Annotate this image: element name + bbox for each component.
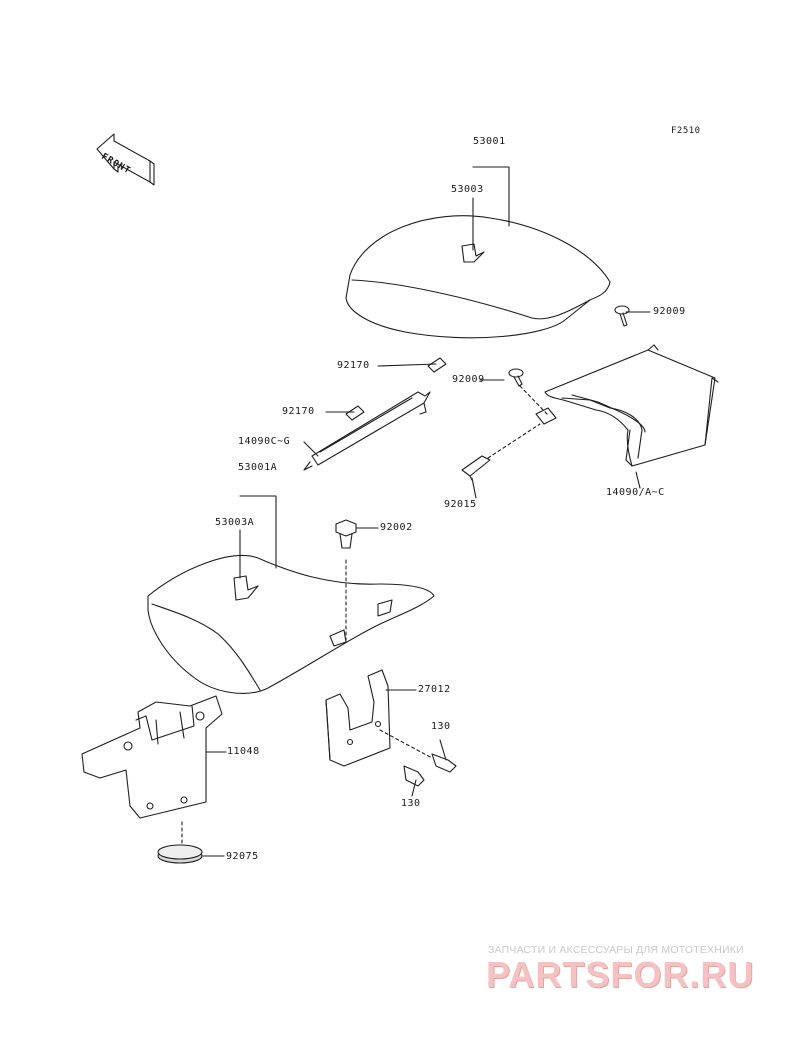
clip-92170-lower-drawing <box>345 405 365 421</box>
part-label-53001A[interactable]: 53001A <box>238 462 278 473</box>
bolt-92009-mid-drawing <box>508 368 524 387</box>
clip-92170-upper-drawing <box>427 357 447 373</box>
leader-lines-53001 <box>472 166 510 251</box>
part-label-92002[interactable]: 92002 <box>380 522 413 533</box>
part-label-92075[interactable]: 92075 <box>226 851 259 862</box>
part-label-27012[interactable]: 27012 <box>418 684 451 695</box>
rubber-damper-92075-drawing <box>157 821 203 864</box>
part-label-130-upper[interactable]: 130 <box>431 721 451 732</box>
watermark-tagline: ЗАПЧАСТИ И АКСЕССУАРЫ ДЛЯ МОТОТЕХНИКИ <box>488 944 744 956</box>
front-direction-arrow-icon <box>96 133 155 186</box>
part-label-92015[interactable]: 92015 <box>444 499 477 510</box>
bolt-92009-top-drawing <box>614 305 630 327</box>
figure-code-label: F2510 <box>671 126 701 136</box>
part-label-92009-top[interactable]: 92009 <box>653 306 686 317</box>
part-label-14090C-G[interactable]: 14090C~G <box>238 436 291 447</box>
bolt-92009-mid-guide <box>519 385 549 416</box>
part-label-92009-mid[interactable]: 92009 <box>452 374 485 385</box>
watermark-logo: PARTSFOR.RU <box>486 954 755 995</box>
part-label-92170-upper[interactable]: 92170 <box>337 360 370 371</box>
front-seat-drawing <box>147 554 435 694</box>
part-label-14090-A-C[interactable]: 14090/A~C <box>606 487 665 498</box>
part-label-92170-lower[interactable]: 92170 <box>282 406 315 417</box>
bolt-130-lower-drawing <box>403 765 425 787</box>
bracket-11048-drawing <box>81 695 223 819</box>
collar-92015-drawing <box>461 423 541 481</box>
part-label-53001[interactable]: 53001 <box>473 136 506 147</box>
bolt-130-upper-drawing <box>379 729 457 773</box>
bolt-92002-drawing <box>335 519 357 641</box>
seat-hook-bracket-drawing <box>303 391 431 471</box>
seat-bracket-27012-drawing <box>325 669 391 767</box>
part-label-53003A[interactable]: 53003A <box>215 517 255 528</box>
rear-seat-drawing <box>345 215 611 339</box>
leader-lines-53001A <box>239 495 277 579</box>
label-leader-lines <box>201 311 651 857</box>
part-label-11048[interactable]: 11048 <box>227 746 260 757</box>
part-label-130-lower[interactable]: 130 <box>401 798 421 809</box>
rear-cowl-drawing <box>535 344 719 467</box>
part-label-53003[interactable]: 53003 <box>451 184 484 195</box>
